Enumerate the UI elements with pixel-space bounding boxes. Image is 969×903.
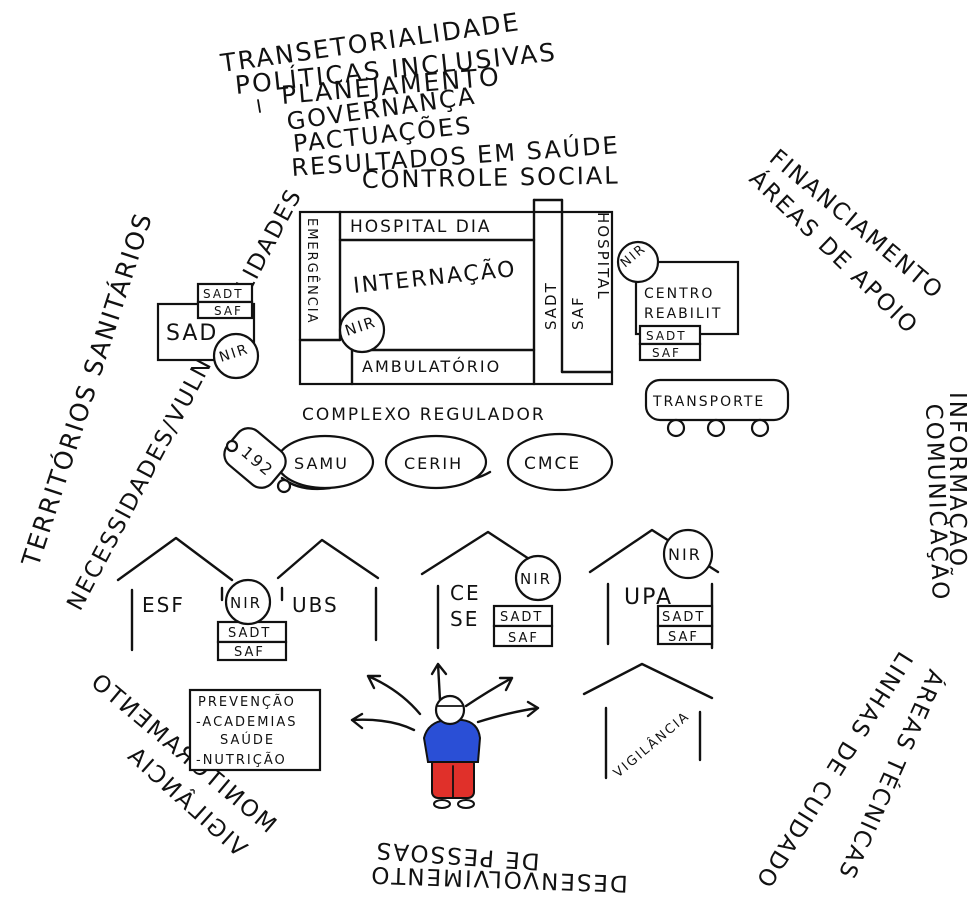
centro-line1-label: CENTRO	[644, 286, 714, 302]
samu-label: SAMU	[294, 454, 349, 473]
transporte-block: TRANSPORTE	[644, 378, 790, 438]
centro-line2-label: REABILIT	[644, 306, 722, 322]
upa-block: NIR UPA SADT SAF	[588, 528, 720, 650]
centro-reabilit-block: CENTRO REABILIT SADT SAF NIR	[616, 240, 740, 362]
upa-saf-box	[656, 624, 714, 646]
prevencao-line3: SAÚDE	[220, 732, 275, 748]
upa-nir-label: NIR	[668, 545, 702, 564]
person-figure	[422, 694, 482, 809]
ubs-label: UBS	[292, 593, 339, 617]
esf-roof	[116, 536, 234, 582]
arrow-icon	[464, 676, 514, 708]
vigilancia-house-label: VIGILÂNCIA	[610, 708, 693, 781]
person-shirt	[422, 719, 482, 763]
wheel-icon	[706, 418, 726, 438]
cmce-label: CMCE	[524, 454, 581, 474]
cese-nir-label: NIR	[520, 570, 552, 588]
transporte-label: TRANSPORTE	[652, 394, 765, 410]
person-shoe	[457, 799, 475, 809]
upa-saf-label: SAF	[668, 630, 699, 645]
arrows	[350, 662, 540, 732]
sad-sadt-label: SADT	[203, 287, 244, 301]
ambulance-icon	[223, 427, 287, 489]
cese-nir-circle	[514, 554, 562, 602]
ubs-sadt-label: SADT	[228, 626, 271, 641]
stray-mark	[257, 99, 261, 113]
arrow-icon	[476, 700, 540, 724]
vigilancia-block: VIGILÂNCIA	[582, 662, 714, 781]
arrow-icon	[366, 674, 422, 716]
upa-nir-circle	[662, 528, 714, 580]
prevencao-line1: PREVENÇÃO	[198, 694, 296, 710]
hospital-sadt-label: SADT	[542, 281, 560, 330]
ubs-nir-circle	[224, 578, 272, 626]
prevencao-line4: -NUTRIÇÃO	[196, 752, 287, 768]
necessidades-vulnerabilidades-text: NECESSIDADES/VULNERABILIDADES	[62, 184, 307, 615]
hospital-block: EMERGÊNCIA HOSPITAL DIA INTERNAÇÃO AMBUL…	[298, 198, 614, 386]
centro-nir-circle	[616, 240, 660, 284]
sad-saf-label: SAF	[214, 304, 243, 318]
person-shoe	[433, 799, 451, 809]
ambulance-light-icon	[225, 439, 239, 453]
ubs-nir-label: NIR	[230, 594, 262, 612]
ubs-saf-label: SAF	[234, 645, 265, 660]
cese-se-label: SE	[450, 607, 479, 631]
ambulatorio-label: AMBULATÓRIO	[362, 357, 501, 376]
hospital-dia-label: HOSPITAL DIA	[350, 217, 492, 237]
complexo-regulador-title: COMPLEXO REGULADOR	[302, 405, 546, 425]
cese-saf-box	[492, 624, 554, 648]
top-text-block: TRANSETORIALIDADE POLÍTICAS INCLUSIVAS P…	[218, 7, 621, 194]
ubs-esf-block: ESF UBS SADT SAF NIR	[116, 536, 380, 662]
arrow-icon	[430, 662, 448, 702]
ubs-saf-box	[216, 640, 288, 662]
sad-saf-box	[196, 300, 254, 320]
cese-ce-label: CE	[450, 581, 481, 605]
controle-social-text: CONTROLE SOCIAL	[362, 162, 620, 194]
hospital-vertical-label: HOSPITAL	[594, 212, 612, 301]
prevencao-line2: -ACADEMIAS	[196, 715, 297, 730]
complexo-regulador-block: COMPLEXO REGULADOR SAMU CERIH CMCE 192	[223, 405, 614, 494]
cerih-label: CERIH	[404, 454, 463, 473]
ubs-roof	[276, 538, 380, 580]
informacao-text: INFORMAÇÃO	[944, 392, 969, 568]
emergencia-label: EMERGÊNCIA	[304, 218, 320, 325]
cese-saf-label: SAF	[508, 631, 539, 646]
cerih-bubble	[384, 434, 488, 490]
hospital-nir-circle	[338, 306, 386, 354]
cese-sadt-label: SADT	[500, 610, 543, 625]
sad-block: SADT SAF SAD NIR	[156, 282, 260, 380]
centro-sadt-label: SADT	[646, 329, 687, 343]
ambulance-wheel-icon	[276, 478, 292, 494]
hospital-saf-label: SAF	[569, 295, 587, 330]
upa-sadt-label: SADT	[662, 610, 705, 625]
sad-nir-circle	[212, 332, 260, 380]
wheel-icon	[750, 418, 770, 438]
cmce-bubble	[506, 432, 614, 492]
esf-label: ESF	[142, 593, 185, 617]
centro-saf-label: SAF	[652, 346, 681, 360]
person-head-icon	[434, 694, 466, 726]
prevencao-box	[188, 688, 322, 772]
wheel-icon	[666, 418, 686, 438]
arrow-icon	[350, 712, 416, 732]
cese-block: CE SE NIR SADT SAF	[420, 530, 562, 650]
prevencao-block: PREVENÇÃO -ACADEMIAS SAÚDE -NUTRIÇÃO	[188, 688, 322, 772]
sad-label: SAD	[166, 321, 218, 346]
vigilancia-roof	[582, 662, 714, 700]
centro-saf-box	[638, 342, 702, 362]
